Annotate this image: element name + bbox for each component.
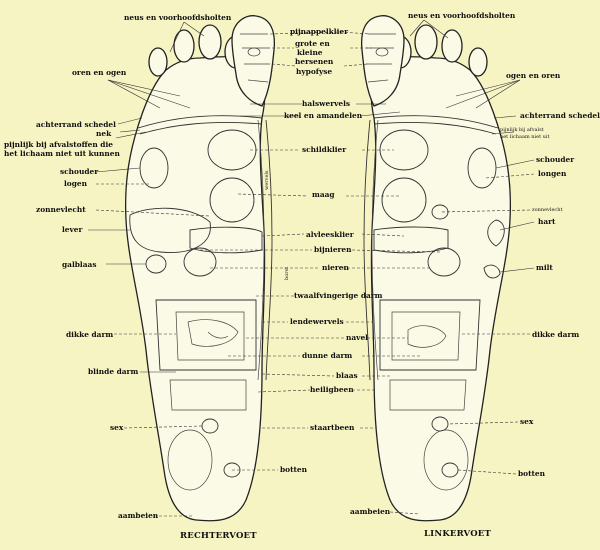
label-spine-upper: wervels	[264, 170, 270, 190]
label-neus-left: neus en voorhoofdsholten	[124, 13, 232, 22]
label-navel: navel	[346, 333, 368, 342]
left-big-toe	[360, 15, 405, 107]
label-keel: keel en amandelen	[284, 111, 363, 120]
right-toe-4	[173, 29, 195, 63]
right-toe-5	[148, 47, 168, 77]
right-spine-line	[265, 119, 273, 381]
label-lever: lever	[62, 225, 83, 234]
label-logen: logen	[64, 179, 88, 188]
label-sex-left: sex	[110, 423, 124, 432]
label-pijnlijk-1: pijnlijk bij afvalstoffen die	[4, 140, 113, 149]
label-neus-right: neus en voorhoofdsholten	[408, 11, 516, 20]
left-foot	[360, 15, 512, 522]
label-spine-lower: borst	[284, 267, 290, 280]
right-toe-3	[198, 24, 222, 60]
label-staartbeen: staartbeen	[310, 423, 355, 432]
label-hersenen: hersenen	[295, 57, 334, 66]
label-dunne-darm: dunne darm	[302, 351, 352, 360]
left-toe-4	[441, 29, 463, 63]
label-alvleesklier: alvleesklier	[306, 230, 354, 239]
label-maag: maag	[312, 190, 335, 199]
left-toe-3	[414, 24, 438, 60]
title-right-foot: RECHTERVOET	[180, 531, 257, 541]
label-dikke-darm-left: dikke darm	[66, 330, 113, 339]
label-blinde-darm: blinde darm	[88, 367, 138, 376]
label-schouder-right: schouder	[536, 155, 574, 164]
label-hypofyse: hypofyse	[296, 67, 332, 76]
right-foot-outline	[124, 56, 266, 522]
leader-lines	[88, 19, 535, 517]
label-aambeien-left: aambeien	[118, 511, 159, 520]
label-zonnevlecht-small: zonnevlecht	[532, 207, 562, 213]
label-aambeien-right: aambeien	[350, 507, 391, 516]
label-bijnieren: bijnieren	[314, 245, 352, 254]
right-foot	[124, 15, 276, 522]
right-big-toe	[231, 15, 276, 107]
label-achterrand-right: achterrand schedel	[520, 111, 600, 120]
label-pijnlijk-small-2: het lichaam niet uit	[500, 134, 550, 140]
label-lendewervels: lendewervels	[290, 317, 344, 326]
label-twaalfvinger: twaalfvingerige darm	[294, 291, 383, 300]
label-botten-right: botten	[518, 469, 546, 478]
label-pijnappelklier: pijnappelklier	[290, 27, 348, 36]
left-toe-5	[468, 47, 488, 77]
label-oren-en-ogen: oren en ogen	[72, 68, 127, 77]
label-longen: longen	[538, 169, 567, 178]
label-pijnlijk-2: het lichaam niet uit kunnen	[4, 149, 121, 158]
left-spine-line	[363, 119, 371, 381]
label-nek: nek	[96, 129, 112, 138]
labels: neus en voorhoofdsholten neus en voorhoo…	[4, 11, 600, 541]
left-foot-outline	[370, 56, 512, 522]
label-zonnevlecht: zonnevlecht	[36, 205, 86, 214]
label-ogen-en-oren: ogen en oren	[506, 71, 561, 80]
label-heiligbeen: heiligbeen	[310, 385, 354, 394]
label-pijnlijk-small-1: pijnlijk bij afvalst	[500, 127, 544, 133]
label-halswervels: halswervels	[302, 99, 350, 108]
label-achterrand-left: achterrand schedel	[36, 120, 116, 129]
label-grote-en: grote en	[295, 39, 330, 48]
label-galblaas: galblaas	[62, 260, 96, 269]
label-dikke-darm-right: dikke darm	[532, 330, 579, 339]
label-milt: milt	[536, 263, 553, 272]
label-hart: hart	[538, 217, 556, 226]
label-schildklier: schildklier	[302, 145, 346, 154]
title-left-foot: LINKERVOET	[424, 529, 491, 539]
label-kleine: kleine	[297, 48, 323, 57]
label-blaas: blaas	[336, 371, 358, 380]
label-nieren: nieren	[322, 263, 349, 272]
label-schouder-left: schouder	[60, 167, 98, 176]
label-sex-right: sex	[520, 417, 534, 426]
label-botten-left: botten	[280, 465, 308, 474]
